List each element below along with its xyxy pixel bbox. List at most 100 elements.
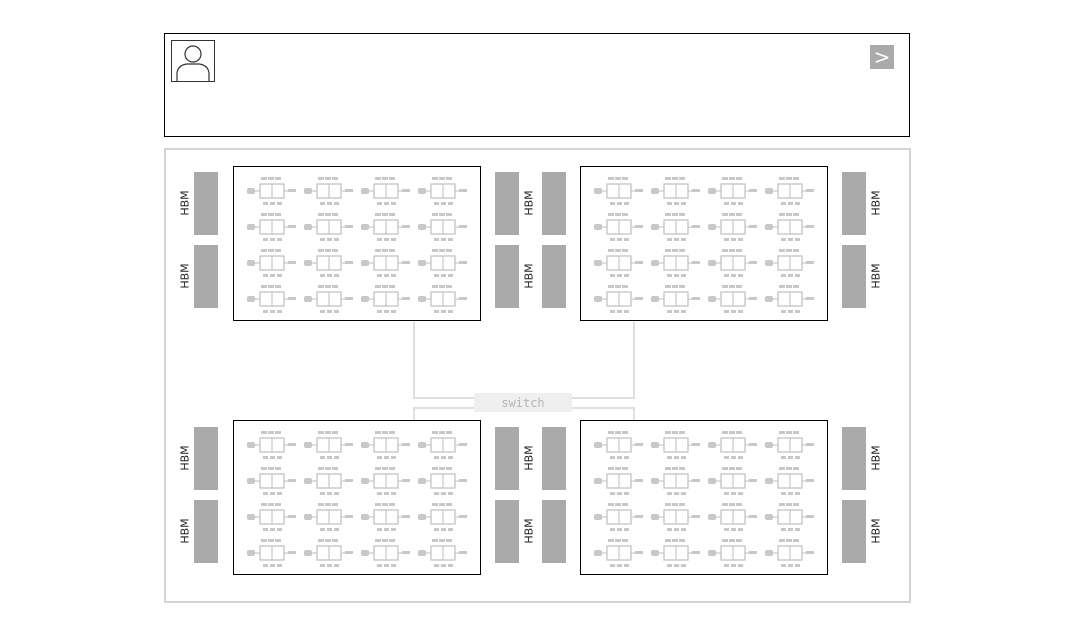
user-avatar-icon <box>171 40 215 82</box>
core-tile <box>304 177 353 205</box>
hbm-label: HBM <box>522 190 536 216</box>
core-tile <box>651 213 700 241</box>
hbm-stack <box>194 427 218 490</box>
hbm-stack <box>495 172 519 235</box>
core-tile <box>765 503 814 531</box>
core-tile <box>594 539 643 567</box>
core-tile <box>708 249 757 277</box>
core-tile <box>708 467 757 495</box>
core-tile <box>247 285 296 313</box>
core-tile <box>247 503 296 531</box>
core-tile <box>708 431 757 459</box>
hbm-stack <box>194 500 218 563</box>
core-tile <box>651 285 700 313</box>
hbm-stack <box>542 500 566 563</box>
hbm-label: HBM <box>869 518 883 544</box>
core-tile <box>418 285 467 313</box>
core-tile <box>708 503 757 531</box>
hbm-label: HBM <box>178 190 192 216</box>
hbm-stack <box>542 245 566 308</box>
chevron-right-icon: > <box>873 45 891 69</box>
hbm-stack <box>842 427 866 490</box>
core-tile <box>361 177 410 205</box>
switch-label: switch <box>501 395 545 410</box>
core-tile <box>651 539 700 567</box>
core-tile <box>247 177 296 205</box>
hbm-label: HBM <box>178 263 192 289</box>
hbm-label: HBM <box>178 518 192 544</box>
core-tile <box>361 431 410 459</box>
core-tile <box>765 539 814 567</box>
core-tile <box>765 177 814 205</box>
core-tile <box>765 431 814 459</box>
core-tile <box>247 249 296 277</box>
hbm-label: HBM <box>522 518 536 544</box>
core-tile <box>418 177 467 205</box>
compute-die <box>233 166 481 321</box>
core-tile <box>418 431 467 459</box>
hbm-stack <box>495 427 519 490</box>
core-tile <box>651 503 700 531</box>
core-tile <box>651 431 700 459</box>
compute-die <box>580 166 828 321</box>
hbm-stack <box>495 500 519 563</box>
switch-node: switch <box>474 393 572 412</box>
compute-die <box>233 420 481 575</box>
core-tile <box>361 249 410 277</box>
core-tile <box>418 213 467 241</box>
core-tile <box>304 539 353 567</box>
hbm-stack <box>542 427 566 490</box>
core-tile <box>247 539 296 567</box>
core-tile <box>765 249 814 277</box>
hbm-stack <box>842 172 866 235</box>
hbm-stack <box>842 245 866 308</box>
core-tile <box>651 249 700 277</box>
core-tile <box>247 467 296 495</box>
core-tile <box>594 285 643 313</box>
core-tile <box>651 467 700 495</box>
core-tile <box>361 213 410 241</box>
core-tile <box>708 285 757 313</box>
core-tile <box>361 467 410 495</box>
core-tile <box>304 431 353 459</box>
hbm-label: HBM <box>869 263 883 289</box>
core-tile <box>594 177 643 205</box>
core-tile <box>304 213 353 241</box>
compute-die <box>580 420 828 575</box>
core-tile <box>594 467 643 495</box>
core-tile <box>418 539 467 567</box>
hbm-stack <box>194 245 218 308</box>
core-tile <box>361 539 410 567</box>
core-tile <box>708 177 757 205</box>
hbm-label: HBM <box>869 445 883 471</box>
core-tile <box>594 503 643 531</box>
hbm-stack <box>842 500 866 563</box>
core-tile <box>361 503 410 531</box>
core-tile <box>361 285 410 313</box>
hbm-stack <box>194 172 218 235</box>
core-tile <box>247 431 296 459</box>
core-tile <box>765 285 814 313</box>
core-tile <box>765 213 814 241</box>
hbm-stack <box>542 172 566 235</box>
core-tile <box>304 249 353 277</box>
core-tile <box>708 213 757 241</box>
core-tile <box>418 467 467 495</box>
core-tile <box>304 503 353 531</box>
core-tile <box>594 431 643 459</box>
message-panel: > <box>164 33 910 137</box>
next-button[interactable]: > <box>870 45 894 69</box>
hbm-label: HBM <box>178 445 192 471</box>
hbm-stack <box>495 245 519 308</box>
core-tile <box>304 467 353 495</box>
core-tile <box>708 539 757 567</box>
hbm-label: HBM <box>522 263 536 289</box>
core-tile <box>418 249 467 277</box>
core-tile <box>651 177 700 205</box>
hbm-label: HBM <box>522 445 536 471</box>
core-tile <box>247 213 296 241</box>
core-tile <box>594 249 643 277</box>
core-tile <box>418 503 467 531</box>
hbm-label: HBM <box>869 190 883 216</box>
